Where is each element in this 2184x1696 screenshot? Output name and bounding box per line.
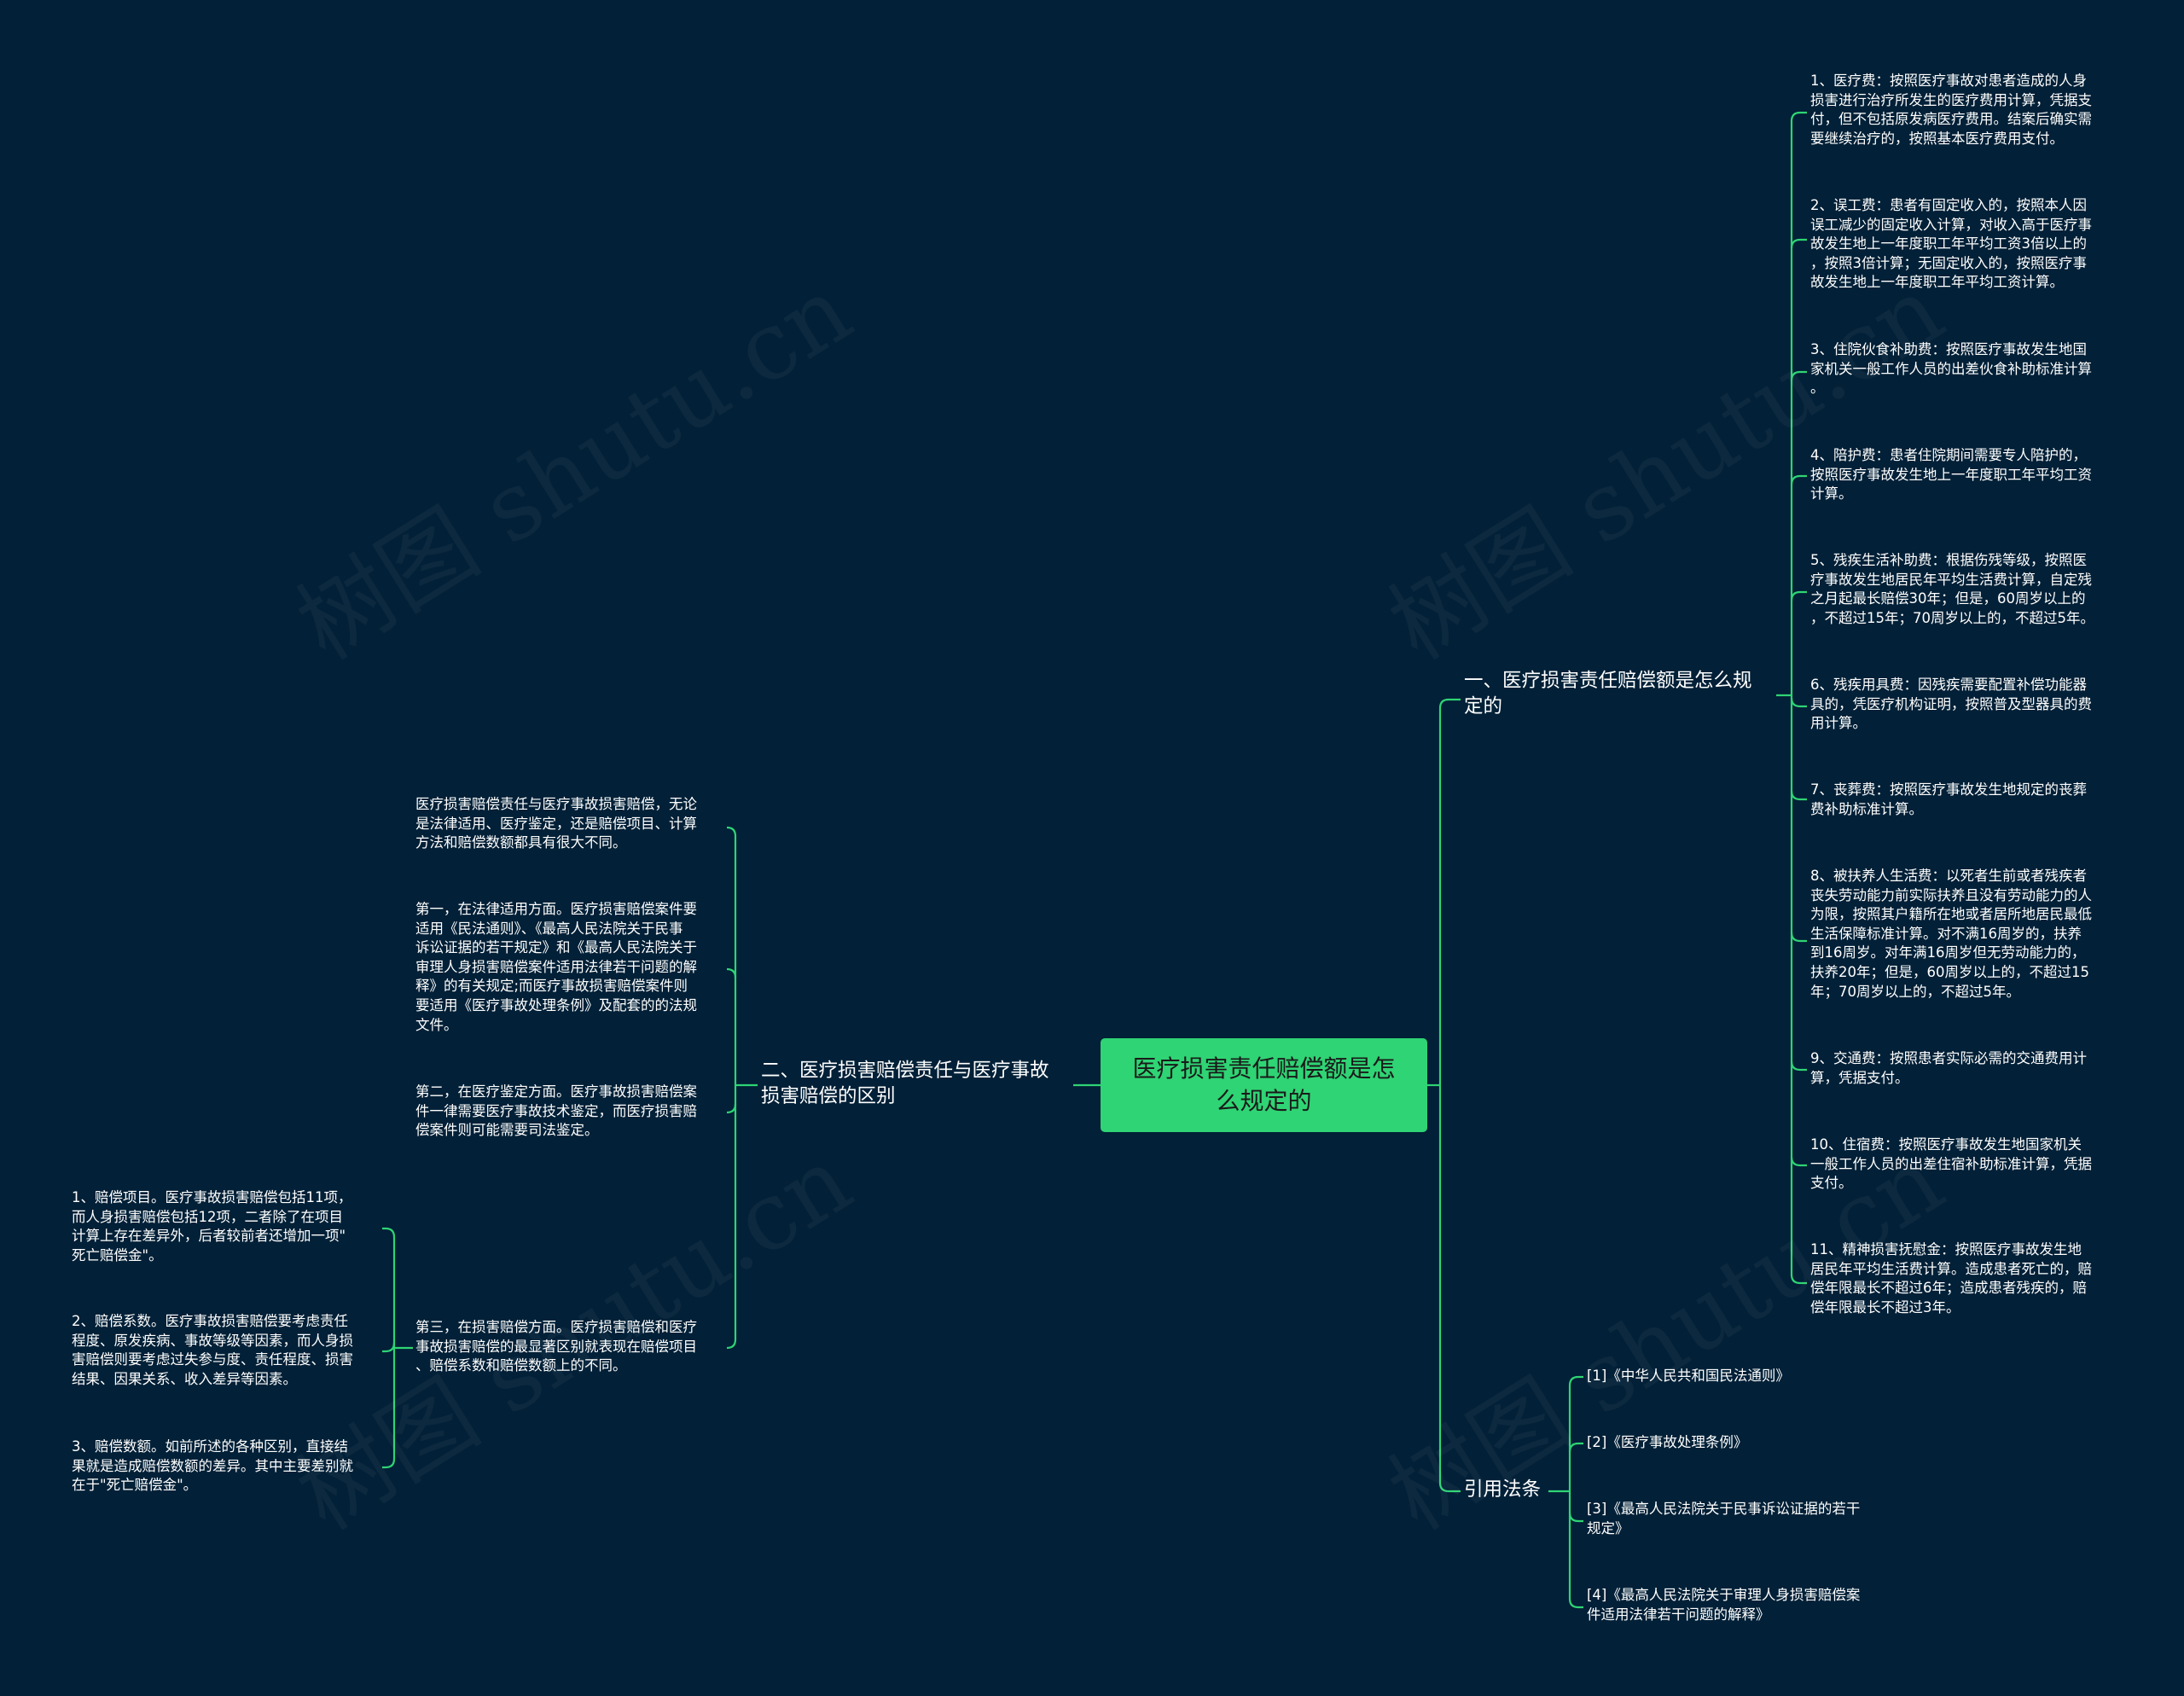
sub-leaf-items[interactable]: 1、赔偿项目。医疗事故损害赔偿包括11项， 而人身损害赔偿包括12项，二者除了在… [72, 1189, 352, 1263]
connector [1438, 698, 1461, 709]
branch-cited-laws[interactable]: 引用法条 [1464, 1478, 1542, 1501]
connector [1568, 1512, 1583, 1523]
branch-differences[interactable]: 二、医疗损害赔偿责任与医疗事故 损害赔偿的区别 [761, 1060, 1049, 1107]
connector [382, 1458, 396, 1469]
leaf-lost-wages[interactable]: 2、误工费：患者有固定收入的，按照本人因 误工减少的固定收入计算，对收入高于医疗… [1810, 197, 2092, 291]
leaf-mental-damage[interactable]: 11、精神损害抚慰金：按照医疗事故发生地 居民年平均生活费计算。造成患者死亡的，… [1810, 1241, 2092, 1316]
connector [726, 1339, 737, 1350]
connector [1790, 590, 1807, 601]
citation-4[interactable]: [4]《最高人民法院关于审理人身损害赔偿案 件适用法律若干问题的解释》 [1587, 1587, 1861, 1623]
leaf-nursing-fee[interactable]: 4、陪护费：患者住院期间需要专人陪护的， 按照医疗事故发生地上一年度职工年平均工… [1810, 447, 2092, 502]
citation-1[interactable]: [1]《中华人民共和国民法通则》 [1587, 1368, 1790, 1384]
leaf-meal-subsidy[interactable]: 3、住院伙食补助费：按照医疗事故发生地国 家机关一般工作人员的出差伙食补助标准计… [1810, 341, 2092, 397]
connector [1790, 790, 1807, 801]
leaf-medical-fee[interactable]: 1、医疗费：按照医疗事故对患者造成的人身 损害进行治疗所发生的医疗费用计算，凭据… [1810, 73, 2092, 147]
connector [1790, 474, 1807, 485]
connector [382, 1342, 396, 1353]
connector [1790, 1274, 1807, 1285]
connector [1790, 238, 1807, 249]
leaf-disability-living-subsidy[interactable]: 5、残疾生活补助费：根据伤残等级，按照医 疗事故发生地居民年平均生活费计算，自定… [1810, 552, 2094, 626]
citation-3[interactable]: [3]《最高人民法院关于民事诉讼证据的若干 规定》 [1587, 1501, 1861, 1536]
connector [726, 1103, 737, 1114]
leaf-law-application[interactable]: 第一，在法律适用方面。医疗损害赔偿案件要 适用《民法通则》、《最高人民法院关于民… [415, 901, 697, 1033]
connector [1790, 111, 1807, 122]
branch-compensation-rules[interactable]: 一、医疗损害责任赔偿额是怎么规 定的 [1464, 670, 1752, 717]
leaf-funeral-fee[interactable]: 7、丧葬费：按照医疗事故发生地规定的丧葬 费补助标准计算。 [1810, 781, 2087, 817]
connector [1568, 1442, 1583, 1453]
connector [726, 826, 737, 837]
sub-leaf-coefficient[interactable]: 2、赔偿系数。医疗事故损害赔偿要考虑责任 程度、原发疾病、事故等级等因素，而人身… [72, 1313, 353, 1387]
connector [1790, 1156, 1807, 1167]
root-topic[interactable]: 医疗损害责任赔偿额是怎 么规定的 [1101, 1038, 1427, 1132]
connector [1438, 1482, 1461, 1493]
connector [1790, 1060, 1807, 1072]
connector [726, 967, 737, 979]
leaf-accommodation-fee[interactable]: 10、住宿费：按照医疗事故发生地国家机关 一般工作人员的出差住宿补助标准计算，凭… [1810, 1136, 2092, 1192]
leaf-medical-appraisal[interactable]: 第二，在医疗鉴定方面。医疗事故损害赔偿案 件一律需要医疗事故技术鉴定，而医疗损害… [415, 1083, 697, 1139]
connector [1568, 1375, 1583, 1386]
sub-leaf-amount[interactable]: 3、赔偿数额。如前所述的各种区别，直接结 果就是造成赔偿数额的差异。其中主要差别… [72, 1438, 353, 1494]
leaf-dependent-living-expenses[interactable]: 8、被扶养人生活费：以死者生前或者残疾者 丧失劳动能力前实际扶养且没有劳动能力的… [1810, 868, 2092, 1000]
leaf-overview[interactable]: 医疗损害赔偿责任与医疗事故损害赔偿，无论 是法律适用、医疗鉴定，还是赔偿项目、计… [415, 796, 697, 851]
connector [1790, 697, 1807, 708]
connector [1790, 370, 1807, 381]
leaf-disability-equipment[interactable]: 6、残疾用具费：因残疾需要配置补偿功能器 具的，凭医疗机构证明，按照普及型器具的… [1810, 677, 2092, 732]
connector [1790, 932, 1807, 943]
connector [1568, 1598, 1583, 1609]
leaf-transport-fee[interactable]: 9、交通费：按照患者实际必需的交通费用计 算，凭据支付。 [1810, 1050, 2087, 1086]
citation-2[interactable]: [2]《医疗事故处理条例》 [1587, 1434, 1748, 1450]
connector [382, 1227, 396, 1238]
leaf-damage-compensation[interactable]: 第三，在损害赔偿方面。医疗损害赔偿和医疗 事故损害赔偿的最显著区别就表现在赔偿项… [415, 1319, 697, 1374]
